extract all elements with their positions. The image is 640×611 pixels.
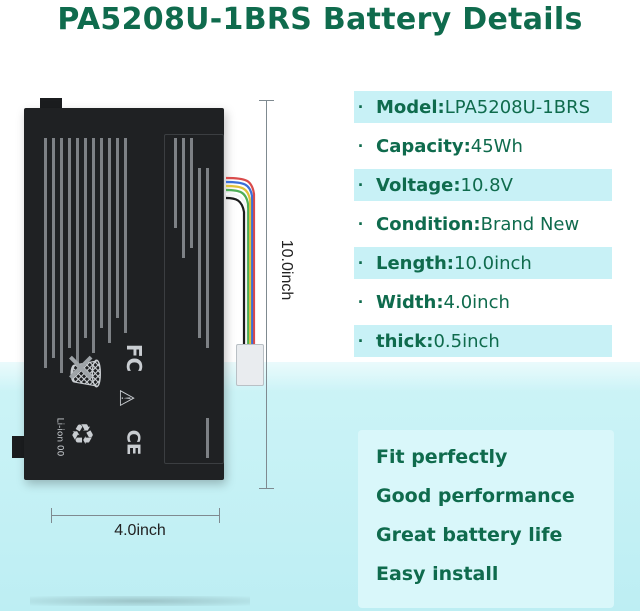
battery-label-panel: [164, 134, 224, 464]
battery-connector: [236, 344, 264, 386]
spec-capacity: · Capacity: 45Wh: [346, 130, 523, 162]
battery-illustration: FC ⚠ CE 🗑 ✕ ♻ Li-ion 00: [10, 88, 310, 488]
width-dimension-label: 4.0inch: [114, 522, 166, 539]
spec-key: Length:: [376, 252, 454, 274]
spec-key: Model:: [376, 96, 445, 118]
label-text-line: [190, 138, 193, 248]
spec-value: 10.0inch: [454, 252, 532, 274]
label-text-line: [100, 138, 103, 328]
spec-key: thick:: [376, 330, 434, 352]
warning-triangle-icon: ⚠: [114, 389, 139, 407]
label-text-line: [174, 138, 177, 228]
label-text-line: [116, 138, 119, 318]
height-dimension-cap-top: [259, 100, 274, 101]
spec-value: LPA5208U-1BRS: [444, 96, 591, 118]
label-text-line: [206, 418, 209, 458]
spec-voltage: · Voltage: 10.8V: [346, 169, 612, 201]
width-dimension-cap-left: [51, 508, 52, 523]
spec-value: 0.5inch: [433, 330, 500, 352]
spec-model: · Model: LPA5208U-1BRS: [346, 91, 613, 123]
page-title: PA5208U-1BRS Battery Details: [57, 2, 583, 37]
ce-mark: CE: [122, 429, 144, 456]
label-text-line: [182, 138, 185, 258]
bullet-icon: ·: [358, 252, 364, 273]
fcc-mark: FC: [122, 343, 147, 373]
spec-value: 10.8V: [460, 174, 513, 196]
height-dimension-line: [266, 100, 267, 488]
spec-condition: · Condition: Brand New: [346, 208, 579, 240]
bullet-icon: ·: [358, 291, 364, 312]
height-dimension-label: 10.0inch: [278, 239, 295, 301]
features-panel: [358, 430, 614, 608]
label-text-line: [198, 168, 201, 338]
label-text-line: [92, 138, 95, 353]
label-text-line: [68, 138, 71, 348]
label-text-line: [52, 138, 55, 358]
feature-item: Good performance: [376, 485, 575, 507]
height-dimension-cap-bottom: [259, 488, 274, 489]
crossed-bin-cross-icon: ✕: [64, 346, 98, 392]
label-text-line: [76, 138, 79, 363]
label-text-line: [108, 138, 111, 343]
width-dimension-cap-right: [219, 508, 220, 523]
recycle-icon: ♻: [70, 418, 96, 451]
spec-key: Capacity:: [376, 135, 471, 157]
spec-key: Condition:: [376, 213, 481, 235]
feature-item: Great battery life: [376, 524, 563, 546]
label-text-line: [206, 168, 209, 348]
spec-value: 45Wh: [470, 135, 523, 157]
feature-item: Easy install: [376, 563, 499, 585]
battery-body: FC ⚠ CE 🗑 ✕ ♻ Li-ion 00: [24, 108, 224, 480]
label-text-line: [60, 138, 63, 373]
battery-cable: [226, 176, 256, 344]
spec-length: · Length: 10.0inch: [346, 247, 612, 279]
label-text-line: [44, 138, 47, 368]
spec-value: 4.0inch: [443, 291, 510, 313]
spec-width: · Width: 4.0inch: [346, 286, 510, 318]
feature-item: Fit perfectly: [376, 446, 508, 468]
bullet-icon: ·: [358, 213, 364, 234]
label-text-line: [124, 138, 127, 333]
bullet-icon: ·: [358, 135, 364, 156]
battery-shadow: [30, 596, 250, 606]
label-text-line: [84, 138, 87, 338]
li-ion-mark: Li-ion 00: [54, 417, 65, 457]
spec-key: Width:: [376, 291, 444, 313]
spec-key: Voltage:: [376, 174, 461, 196]
width-dimension-line: [51, 515, 219, 516]
bullet-icon: ·: [358, 174, 364, 195]
bullet-icon: ·: [358, 96, 364, 117]
spec-value: Brand New: [480, 213, 580, 235]
bullet-icon: ·: [358, 330, 364, 351]
spec-thickness: · thick: 0.5inch: [346, 325, 612, 357]
